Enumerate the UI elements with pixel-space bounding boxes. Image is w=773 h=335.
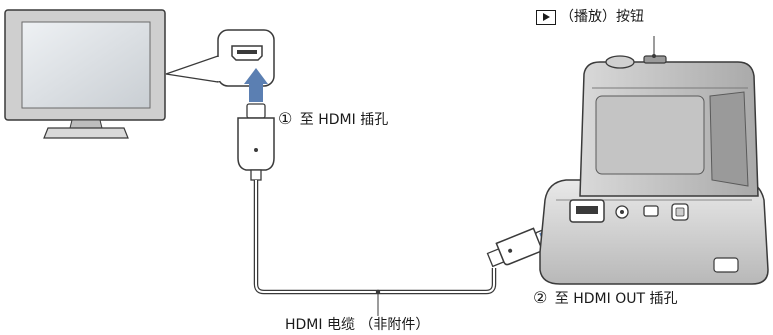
camera	[579, 36, 759, 197]
step1-marker: ①	[278, 109, 293, 128]
step1-label: ① 至 HDMI 插孔	[278, 110, 388, 129]
tv-stand	[43, 127, 129, 139]
step2-label: ② 至 HDMI OUT 插孔	[533, 289, 677, 308]
hdmi-port-callout	[217, 29, 275, 87]
tv-neck	[69, 119, 103, 129]
dock-side-slot	[713, 257, 739, 273]
hdmi-cable	[253, 180, 497, 295]
arrow-to-tv	[244, 68, 268, 102]
step1-text: 至 HDMI 插孔	[299, 112, 389, 128]
step2-marker: ②	[533, 288, 548, 307]
tv-screen	[21, 21, 151, 109]
camera-front-panel	[595, 95, 705, 175]
play-button-label: （播放）按钮	[536, 8, 644, 26]
tv-illustration	[4, 9, 166, 139]
hdmi-plug-tv-end	[237, 103, 275, 181]
callout-wedge	[165, 55, 219, 83]
dock-usb-port	[643, 205, 659, 217]
step2-text: 至 HDMI OUT 插孔	[554, 291, 678, 307]
camera-dock	[539, 179, 769, 285]
play-icon	[536, 9, 556, 25]
play-button-text: （播放）按钮	[560, 9, 644, 25]
camera-mode-dial	[605, 55, 635, 69]
cable-label: HDMI 电缆 （非附件）	[285, 317, 430, 333]
